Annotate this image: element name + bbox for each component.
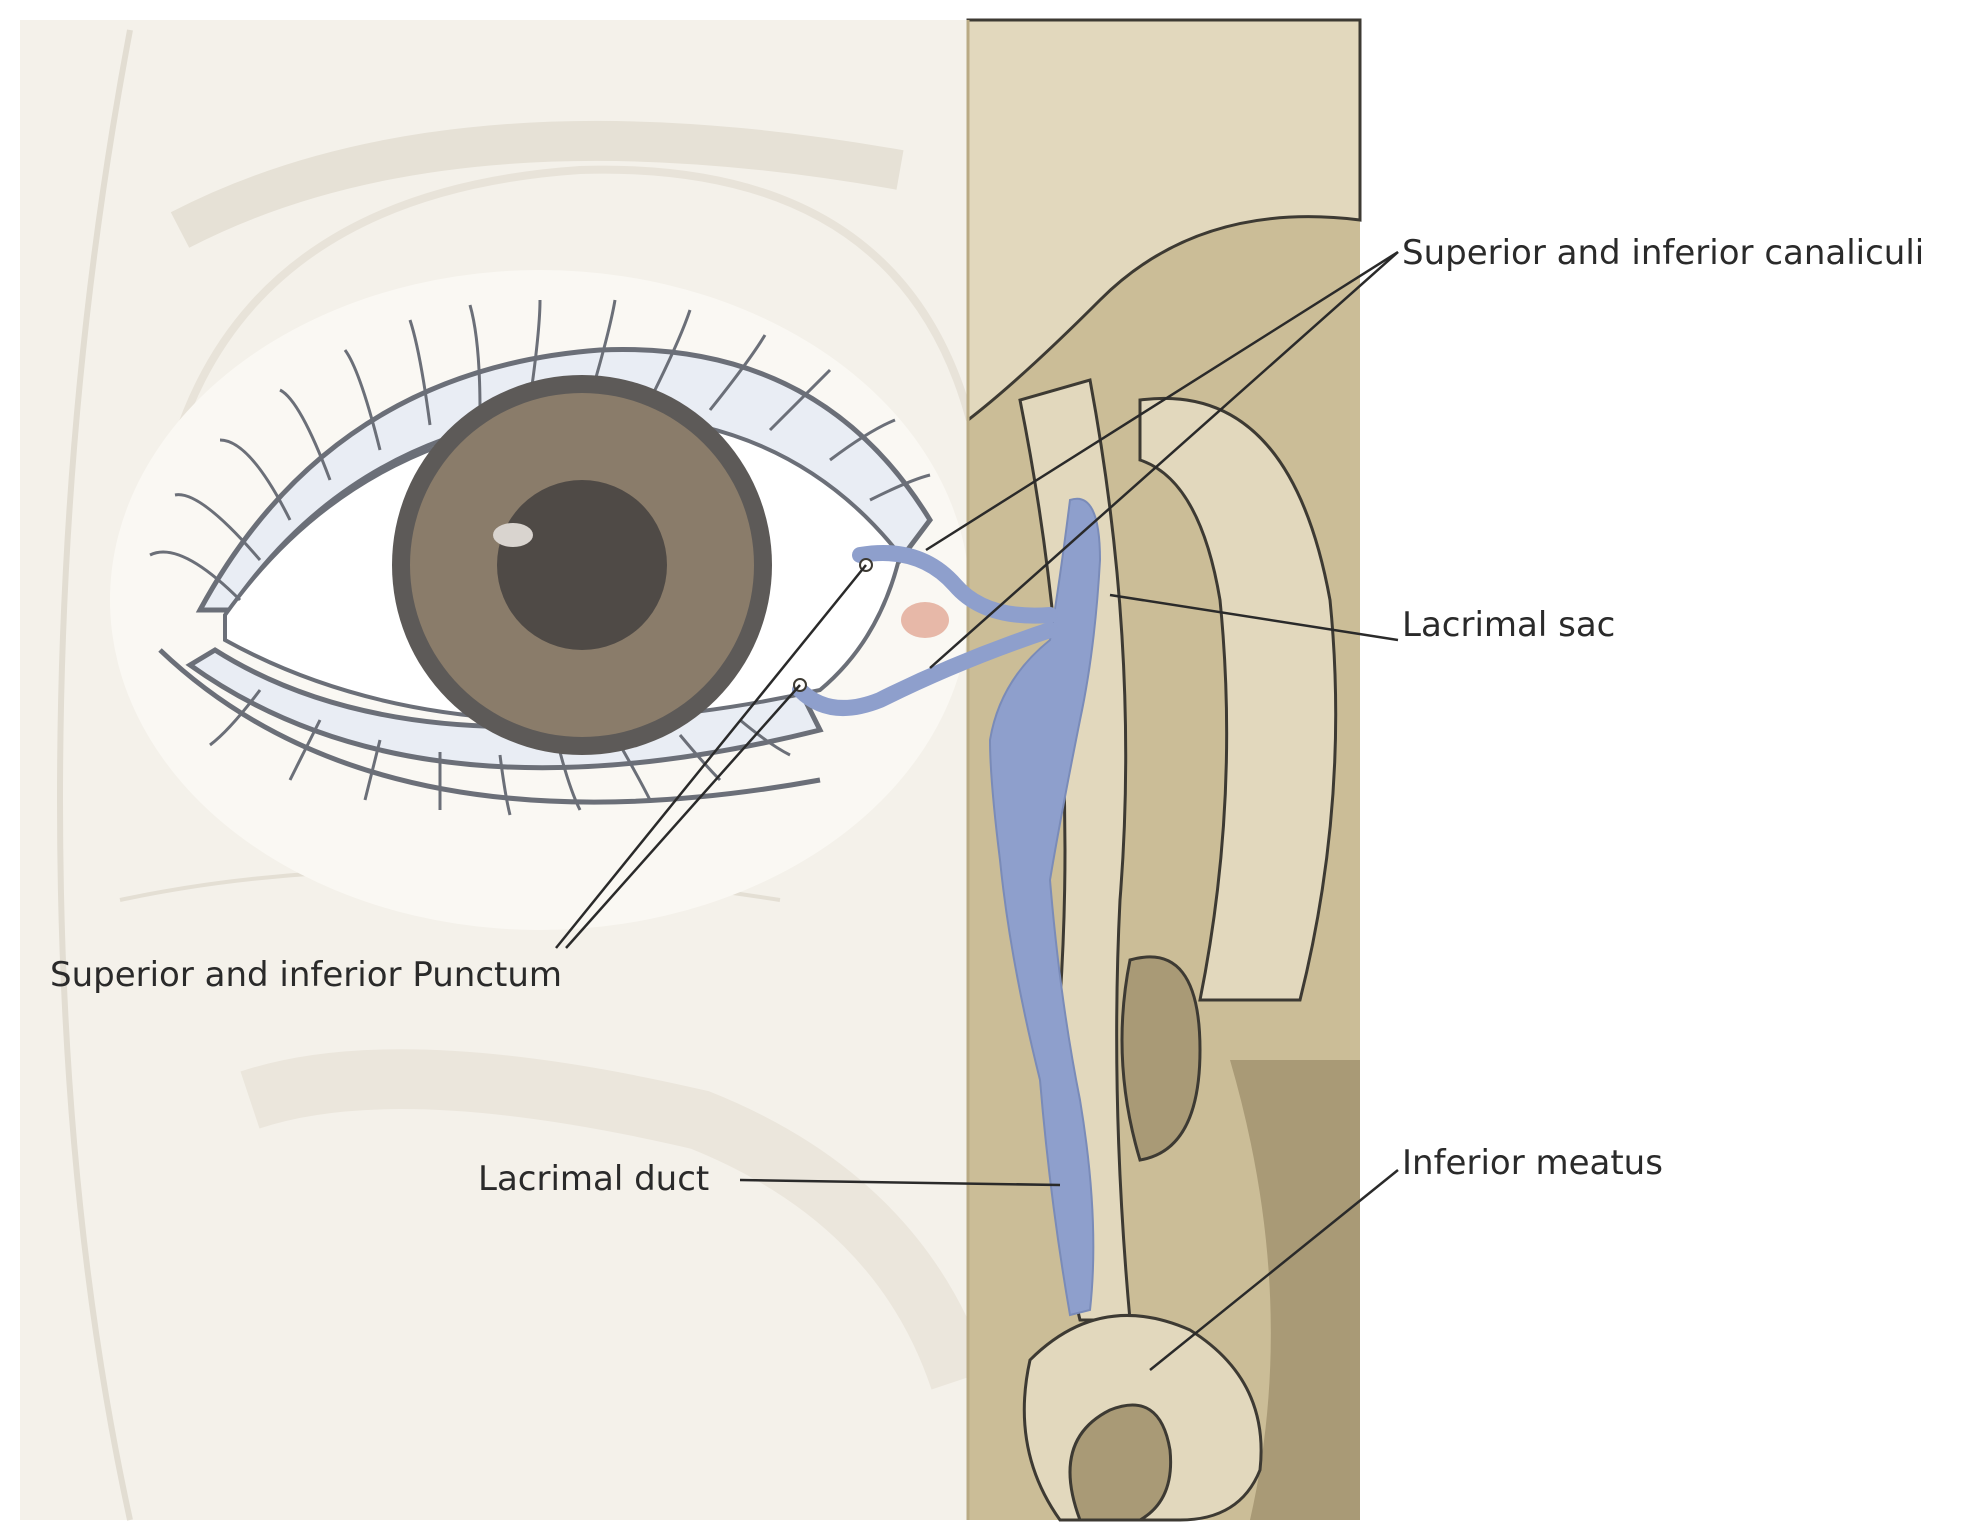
- superior-canaliculus: [852, 545, 1058, 624]
- maxillary-region: [1138, 396, 1338, 1002]
- lacrimal-caruncle: [901, 602, 949, 638]
- eye-highlight: [493, 523, 533, 547]
- meatus-coil: [1068, 1403, 1173, 1522]
- bone-upper-shape: [966, 18, 1362, 424]
- inferior-canaliculus: [792, 622, 1058, 716]
- lower-dark-region: [1230, 1060, 1360, 1520]
- label-superior-inferior-punctum: Superior and inferior Punctum: [50, 955, 563, 995]
- meatus-leader: [1149, 1169, 1399, 1371]
- face-contour: [56, 29, 133, 1521]
- turbinate-cavity: [1120, 955, 1202, 1162]
- label-inferior-meatus: Inferior meatus: [1402, 1143, 1663, 1183]
- punctum-leader-1: [555, 564, 867, 949]
- label-lacrimal-duct: Lacrimal duct: [478, 1159, 710, 1199]
- cheek-contour: [240, 1049, 989, 1390]
- lower-lid: [185, 647, 824, 771]
- pupil: [497, 480, 667, 650]
- duct-leader: [739, 1178, 1061, 1187]
- sac-leader: [1109, 593, 1399, 642]
- leader-lines: [555, 250, 1399, 1371]
- label-lacrimal-sac: Lacrimal sac: [1402, 605, 1616, 645]
- brow-contour: [170, 120, 904, 248]
- label-superior-inferior-canaliculi: Superior and inferior canaliculi: [1402, 233, 1925, 273]
- lower-lashes: [209, 689, 791, 816]
- canaliculi-leader-2: [929, 251, 1399, 669]
- canaliculi-leader-1: [925, 250, 1399, 552]
- punctum-leader-2: [565, 684, 801, 949]
- upper-lashes: [149, 299, 931, 602]
- lacrimal-sac-and-duct: [988, 497, 1102, 1317]
